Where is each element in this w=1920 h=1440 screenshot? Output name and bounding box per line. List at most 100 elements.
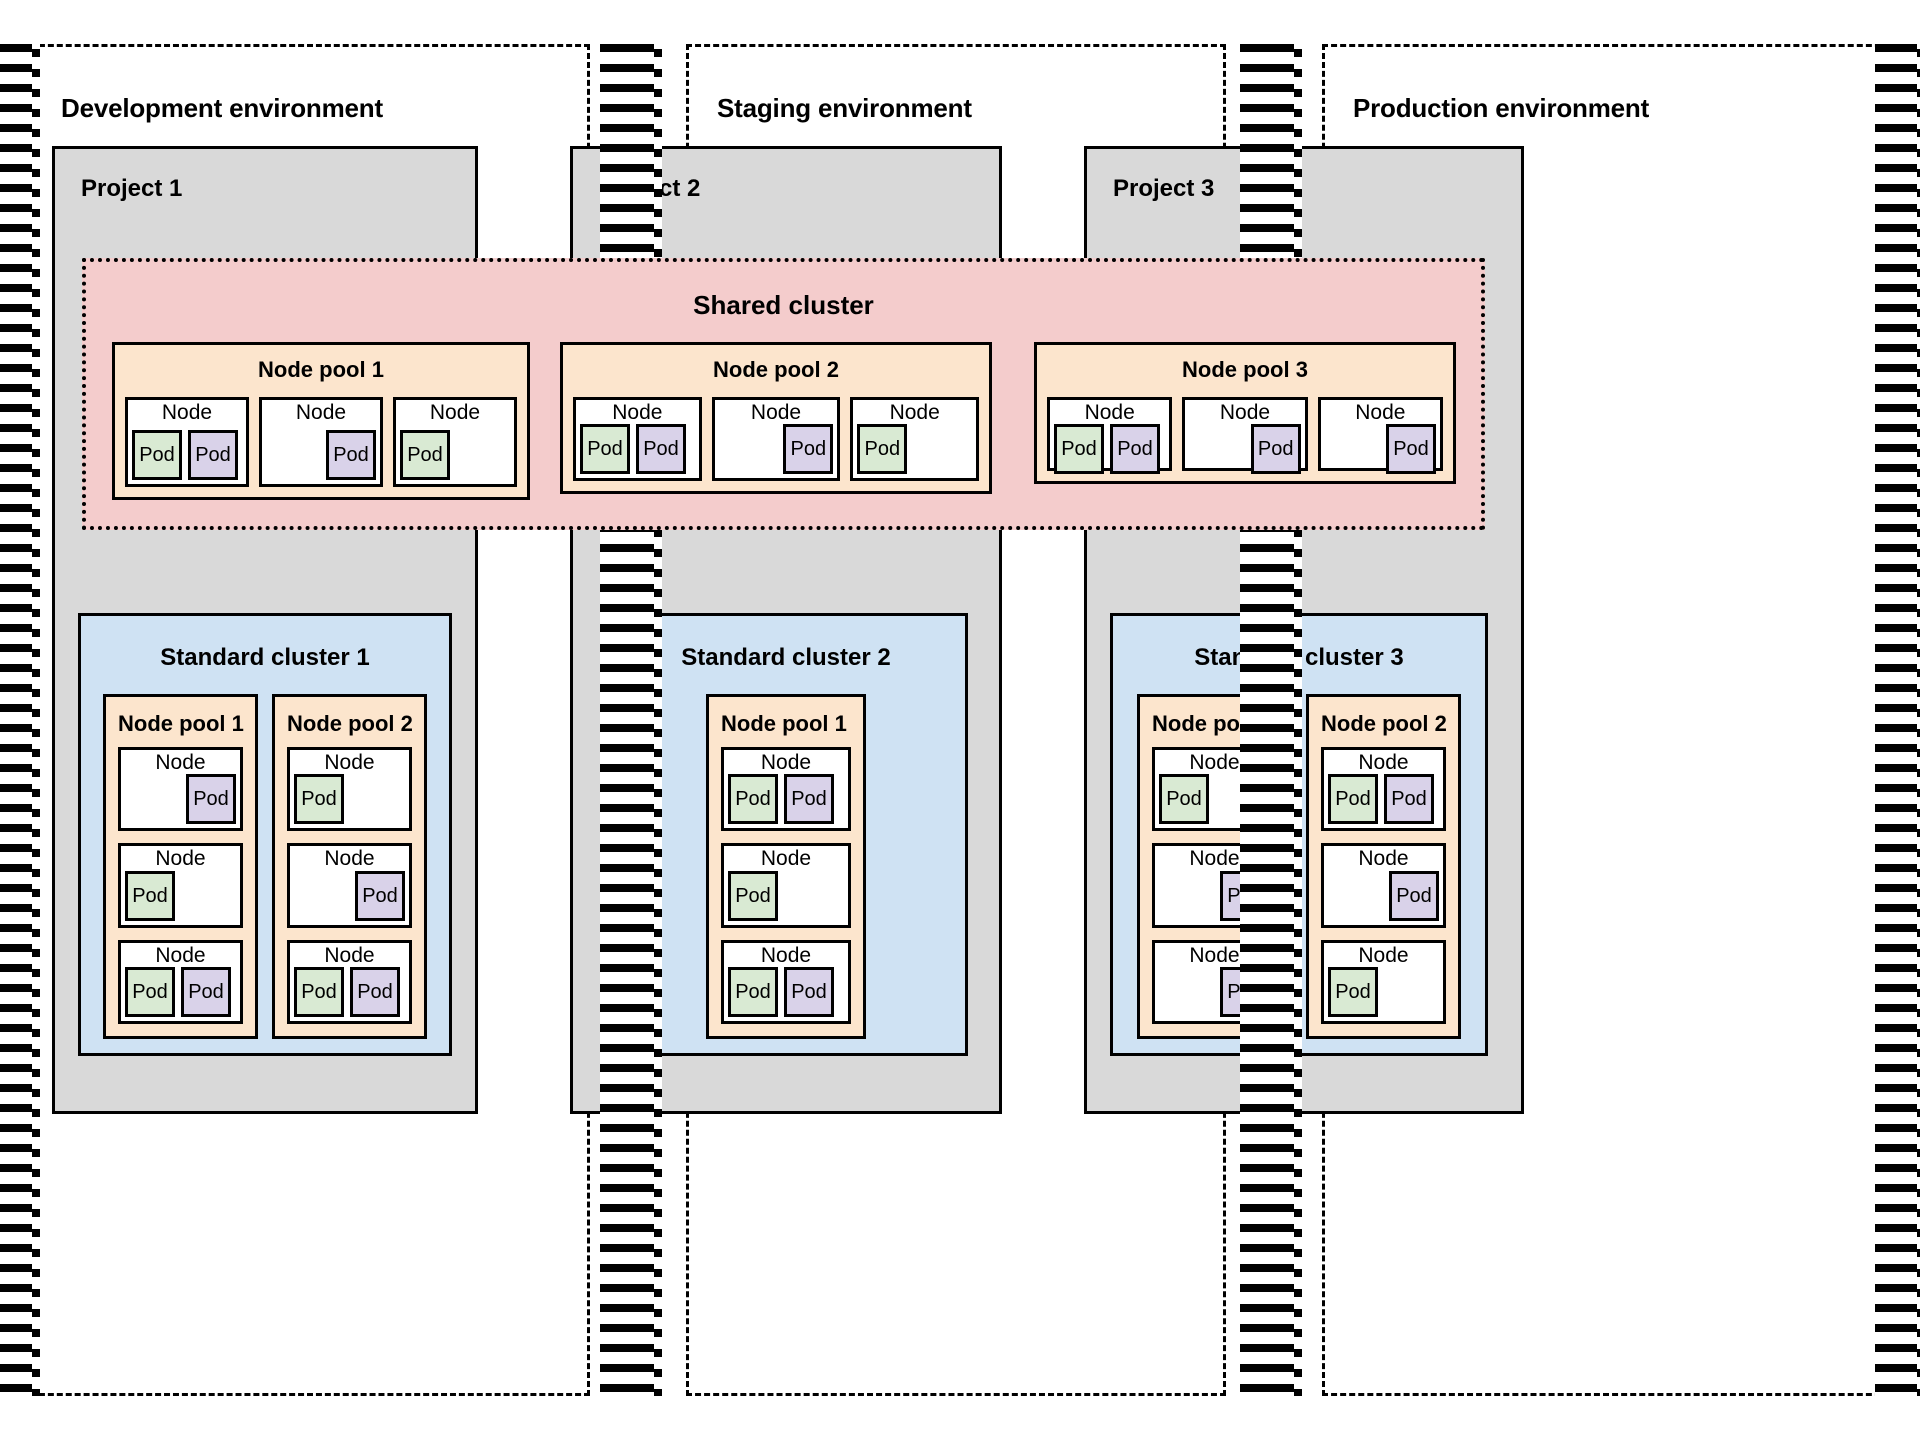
pod-purple: Pod: [350, 966, 400, 1017]
pod-green: Pod: [728, 870, 778, 921]
pod-green: Pod: [580, 424, 630, 475]
shared-node-pool-title-1: Node pool 1: [258, 357, 384, 382]
node-label: Node: [1358, 943, 1409, 967]
pod-list: Pod: [724, 870, 848, 924]
project-title-1: Project 1: [81, 175, 183, 202]
pod-list: Pod: [121, 870, 240, 924]
pod-purple: Pod: [1384, 774, 1434, 825]
pod-list: Pod: [290, 870, 409, 924]
pod-green: Pod: [132, 430, 182, 480]
pod-list: Pod: [1324, 870, 1443, 924]
pod-purple: Pod: [1250, 424, 1301, 475]
pod-list: Pod: [396, 424, 514, 484]
hatch-separator-dev-stg: [600, 44, 662, 1396]
pod-green: Pod: [728, 966, 778, 1017]
pod-purple: Pod: [1110, 424, 1160, 475]
pod-list: Pod: [1324, 966, 1443, 1021]
pod-green: Pod: [125, 966, 175, 1017]
pod-list: Pod: [121, 774, 240, 828]
pod-green: Pod: [1328, 774, 1378, 825]
pod-green: Pod: [294, 774, 344, 825]
node-label: Node: [1358, 751, 1409, 774]
node-pool-title: Node pool 1: [721, 711, 847, 736]
pod-purple: Pod: [636, 424, 686, 475]
standard-cluster-title-2: Standard cluster 2: [681, 644, 891, 671]
pod-purple: Pod: [181, 966, 231, 1017]
node-label: Node: [161, 401, 213, 424]
shared-node-pool-title-3: Node pool 3: [1182, 357, 1308, 382]
environment-title-production: Production environment: [1353, 93, 1650, 123]
hatch-separator-right: [1875, 44, 1920, 1396]
node-label: Node: [760, 751, 812, 774]
hatch-separator-left: [0, 44, 40, 1396]
node-label: Node: [324, 751, 375, 774]
node-label: Node: [295, 401, 347, 424]
pod-purple: Pod: [186, 774, 236, 825]
node-label: Node: [760, 847, 812, 871]
pod-green: Pod: [1328, 966, 1378, 1017]
node-label: Node: [429, 401, 481, 424]
pod-green: Pod: [294, 966, 344, 1017]
pod-list: Pod: [1185, 424, 1304, 478]
pod-list: Pod: [1321, 424, 1440, 478]
pod-purple: Pod: [1389, 870, 1439, 921]
pod-list: Pod: [262, 424, 380, 484]
node-label: Node: [1189, 847, 1240, 871]
node-label: Node: [1358, 847, 1409, 871]
node-label: Node: [889, 401, 940, 424]
node-pool-title: Node pool 2: [287, 711, 413, 736]
project-title-3: Project 3: [1113, 175, 1215, 202]
environment-title-development: Development environment: [61, 93, 383, 123]
environment-title-staging: Staging environment: [717, 93, 972, 123]
shared-cluster-title: Shared cluster: [693, 290, 874, 320]
node-label: Node: [1219, 401, 1271, 424]
node-label: Node: [1189, 943, 1240, 967]
pod-green: Pod: [728, 774, 778, 825]
pod-green: Pod: [857, 424, 908, 475]
pod-list: Pod: [715, 424, 838, 478]
pod-purple: Pod: [188, 430, 238, 480]
pod-purple: Pod: [355, 870, 405, 921]
node-label: Node: [155, 847, 206, 871]
pod-purple: Pod: [326, 430, 376, 480]
node-pool-title: Node pool 2: [1321, 711, 1447, 736]
